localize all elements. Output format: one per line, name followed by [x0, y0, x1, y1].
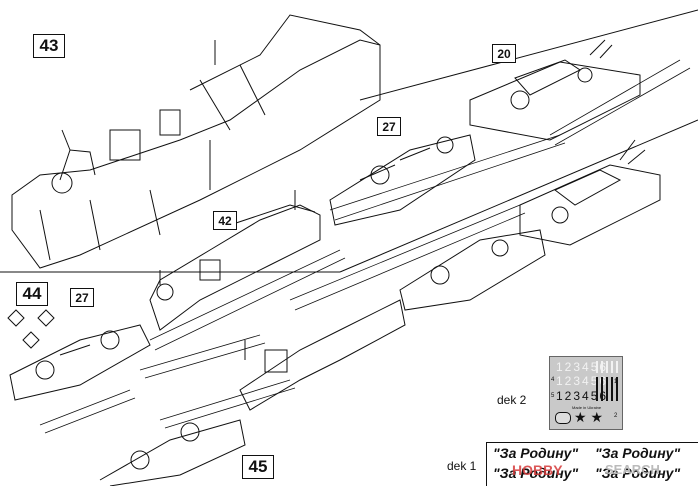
armored-locomotive-43 [11, 14, 381, 269]
decal-stripes [596, 377, 618, 401]
armored-car-27-upper [329, 134, 476, 226]
step-number-20: 20 [492, 44, 516, 63]
step-number-27-lower: 27 [70, 288, 94, 307]
star-decals: ★ ★ [574, 409, 603, 425]
decal-sheet: 123456 123456 123456 ★ ★ Made in Ukraine… [549, 356, 623, 430]
rail-track [329, 59, 691, 221]
decal-number: 4 [551, 377, 555, 383]
divider-line [359, 9, 698, 101]
decal-number: 5 [551, 393, 555, 399]
decal-label-dek-2: dek 2 [497, 393, 527, 407]
step-number-43: 43 [33, 34, 65, 58]
slogan-decal-panel: "За Родину" "За Родину" "За Родину" "За … [486, 442, 698, 486]
rail-track [39, 334, 296, 434]
slogan-decal: "За Родину" [595, 445, 681, 461]
slogan-decal: "За Родину" [595, 465, 681, 481]
step-number-45: 45 [242, 455, 274, 479]
watermark-brand: HOBBY [512, 462, 563, 478]
decal-digits-row: 123456 [556, 389, 609, 403]
gun-wagon-20 [469, 39, 641, 141]
armored-train-45-right [399, 139, 661, 311]
armored-car-27-lower [9, 324, 151, 401]
armored-train-45-lower [99, 299, 406, 486]
hint-icons-44 [7, 309, 55, 349]
step-number-42: 42 [213, 211, 237, 230]
locomotive-42-group [149, 190, 321, 331]
decal-stripes [596, 361, 618, 373]
step-number-27-upper: 27 [377, 117, 401, 136]
decal-digits-row: 123456 [556, 360, 609, 374]
decal-number: 2 [614, 413, 618, 419]
decal-number: 1 [614, 379, 618, 385]
decal-digits-row: 123456 [556, 374, 609, 388]
manufacturer-logo-icon [555, 412, 571, 424]
decal-label-dek-1: dek 1 [447, 459, 477, 473]
divider-line [339, 119, 698, 273]
watermark-suffix: SEARCH [605, 462, 660, 477]
step-number-44: 44 [16, 282, 48, 306]
slogan-decal: "За Родину" [493, 445, 579, 461]
rail-track [149, 204, 526, 351]
slogan-decal: "За Родину" [493, 465, 579, 481]
decal-made-in: Made in Ukraine [572, 405, 602, 410]
